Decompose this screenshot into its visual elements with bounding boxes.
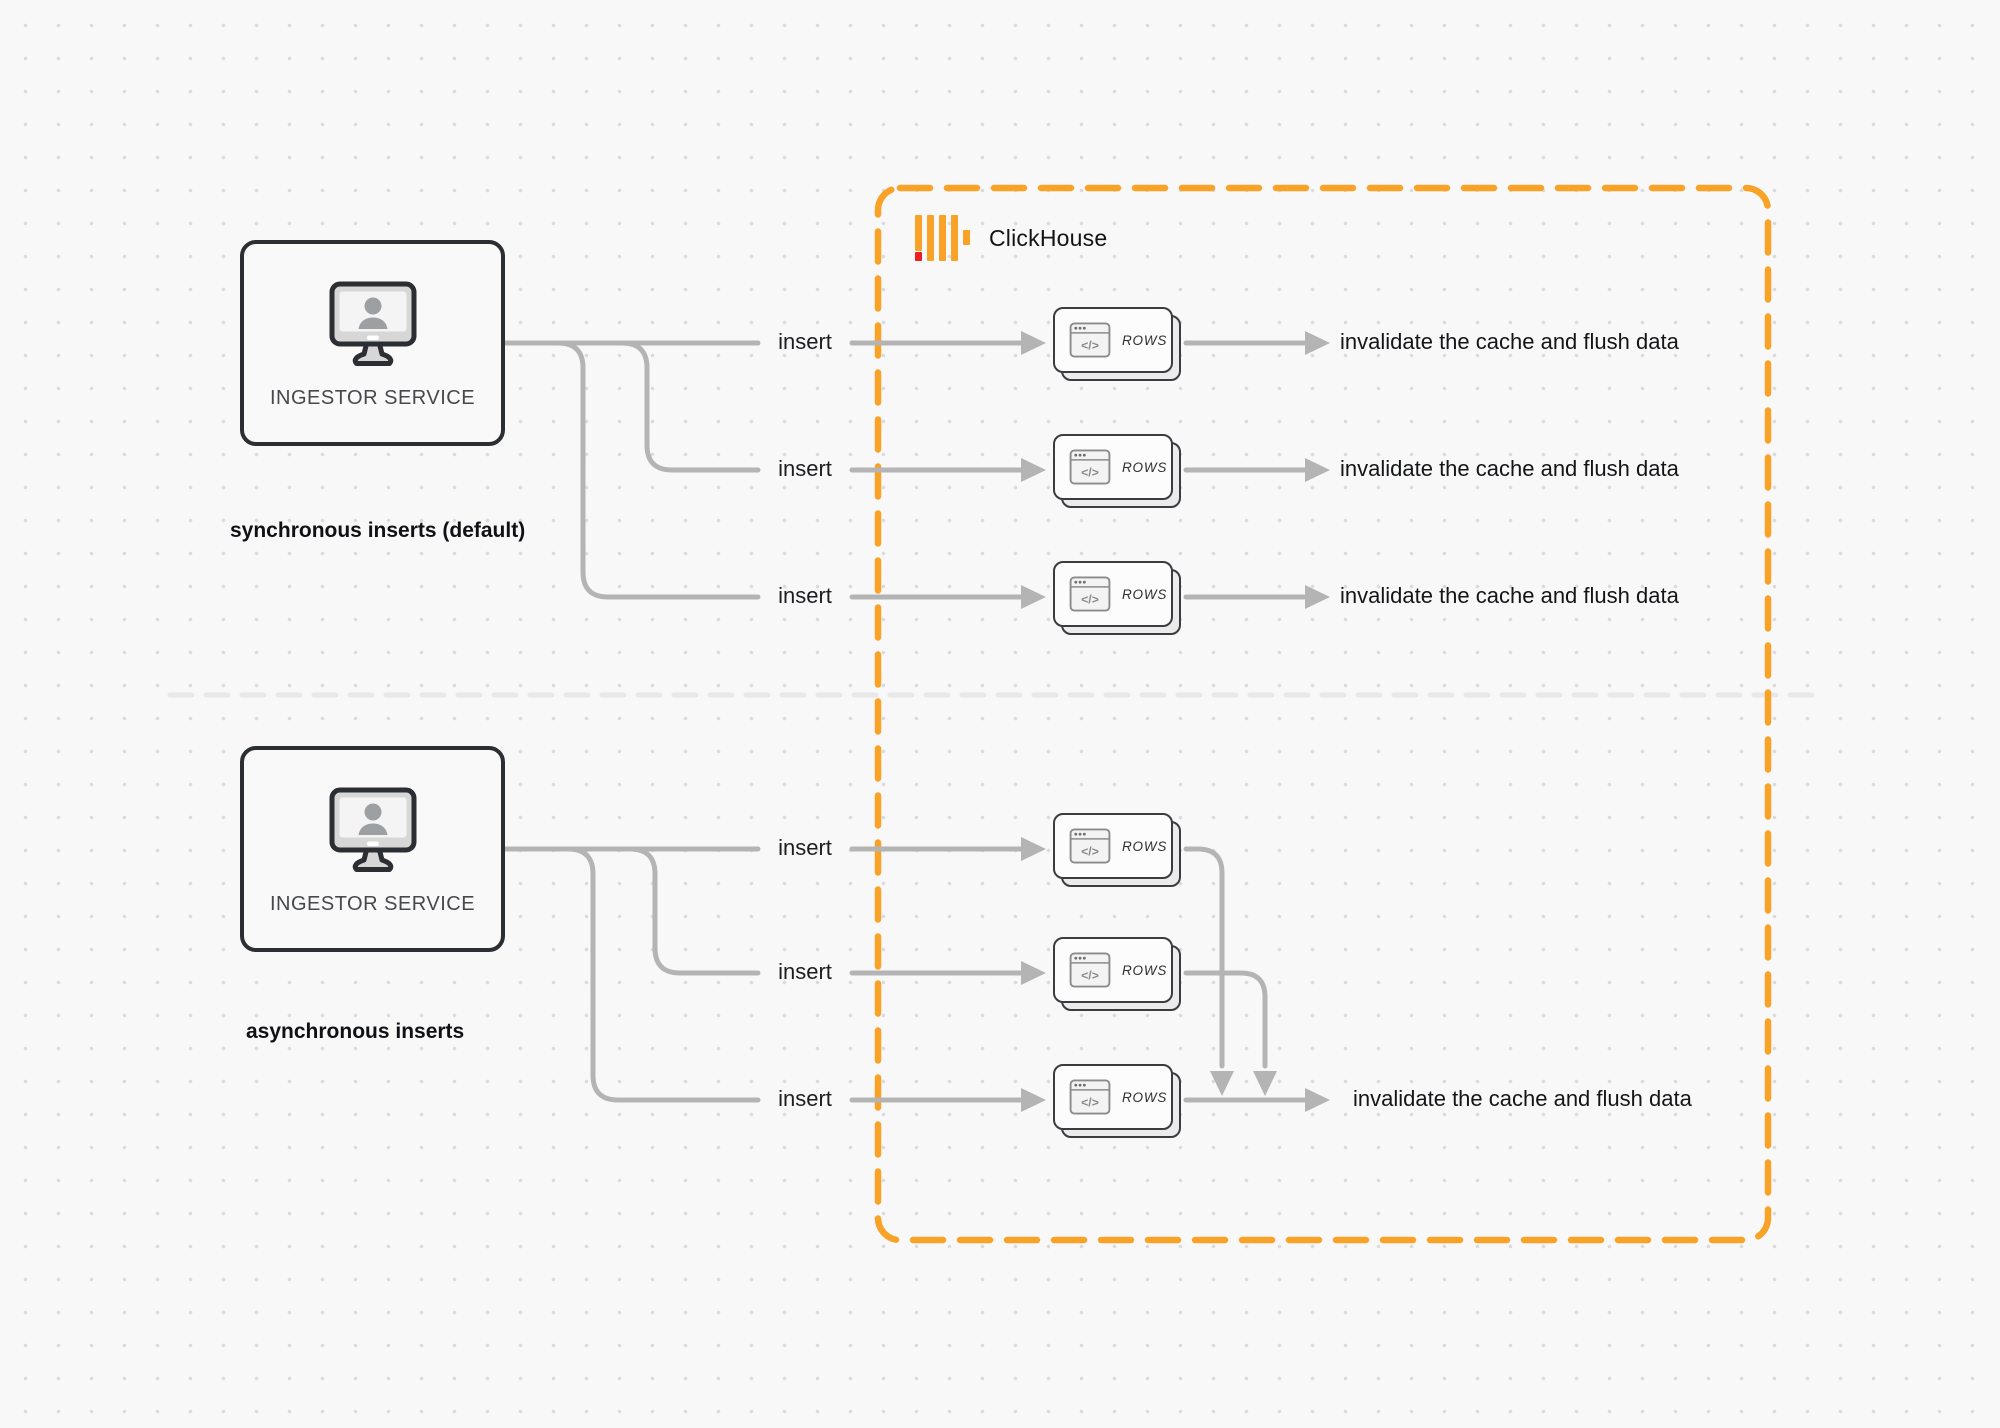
ingestor-service-box-async: INGESTOR SERVICE bbox=[240, 746, 505, 952]
rows-label: ROWS bbox=[1122, 586, 1168, 602]
arrowheads bbox=[1021, 331, 1330, 1112]
code-window-icon: </> bbox=[1069, 576, 1111, 612]
svg-text:</>: </> bbox=[1081, 338, 1099, 352]
rows-label: ROWS bbox=[1122, 838, 1168, 854]
insert-label: insert bbox=[778, 959, 832, 984]
ingestor-service-box-sync: INGESTOR SERVICE bbox=[240, 240, 505, 446]
code-window-icon: </> bbox=[1069, 952, 1111, 988]
rows-label: ROWS bbox=[1122, 1089, 1168, 1105]
code-window-icon: </> bbox=[1069, 828, 1111, 864]
rows-box: </> ROWS bbox=[1053, 813, 1181, 887]
rows-box: </> ROWS bbox=[1053, 937, 1181, 1011]
rows-label: ROWS bbox=[1122, 332, 1168, 348]
monitor-user-icon bbox=[329, 281, 416, 366]
insert-label: insert bbox=[778, 329, 832, 354]
sync-caption: synchronous inserts (default) bbox=[230, 519, 526, 542]
insert-label: insert bbox=[778, 835, 832, 860]
svg-text:</>: </> bbox=[1081, 844, 1099, 858]
service-label: INGESTOR SERVICE bbox=[269, 386, 476, 409]
monitor-user-icon bbox=[329, 787, 416, 872]
rows-box: </> ROWS bbox=[1053, 434, 1181, 508]
rows-box: </> ROWS bbox=[1053, 1064, 1181, 1138]
svg-text:</>: </> bbox=[1081, 968, 1099, 982]
async-caption: asynchronous inserts bbox=[246, 1020, 465, 1043]
result-label: invalidate the cache and flush data bbox=[1353, 1086, 1692, 1111]
svg-text:</>: </> bbox=[1081, 465, 1099, 479]
clickhouse-container-border bbox=[874, 184, 1772, 1244]
result-label: invalidate the cache and flush data bbox=[1340, 583, 1679, 608]
rows-label: ROWS bbox=[1122, 962, 1168, 978]
insert-label: insert bbox=[778, 1086, 832, 1111]
rows-label: ROWS bbox=[1122, 459, 1168, 475]
service-label: INGESTOR SERVICE bbox=[269, 892, 476, 915]
insert-label: insert bbox=[778, 583, 832, 608]
clickhouse-logo-icon bbox=[915, 215, 970, 261]
result-label: invalidate the cache and flush data bbox=[1340, 329, 1679, 354]
insert-label: insert bbox=[778, 456, 832, 481]
clickhouse-header: ClickHouse bbox=[915, 214, 1107, 262]
svg-text:</>: </> bbox=[1081, 592, 1099, 606]
connector-lines bbox=[502, 340, 1307, 1103]
code-window-icon: </> bbox=[1069, 1079, 1111, 1115]
rows-box: </> ROWS bbox=[1053, 561, 1181, 635]
code-window-icon: </> bbox=[1069, 449, 1111, 485]
clickhouse-label: ClickHouse bbox=[989, 224, 1108, 251]
code-window-icon: </> bbox=[1069, 322, 1111, 358]
svg-text:</>: </> bbox=[1081, 1095, 1099, 1109]
result-label: invalidate the cache and flush data bbox=[1340, 456, 1679, 481]
rows-box: </> ROWS bbox=[1053, 307, 1181, 381]
